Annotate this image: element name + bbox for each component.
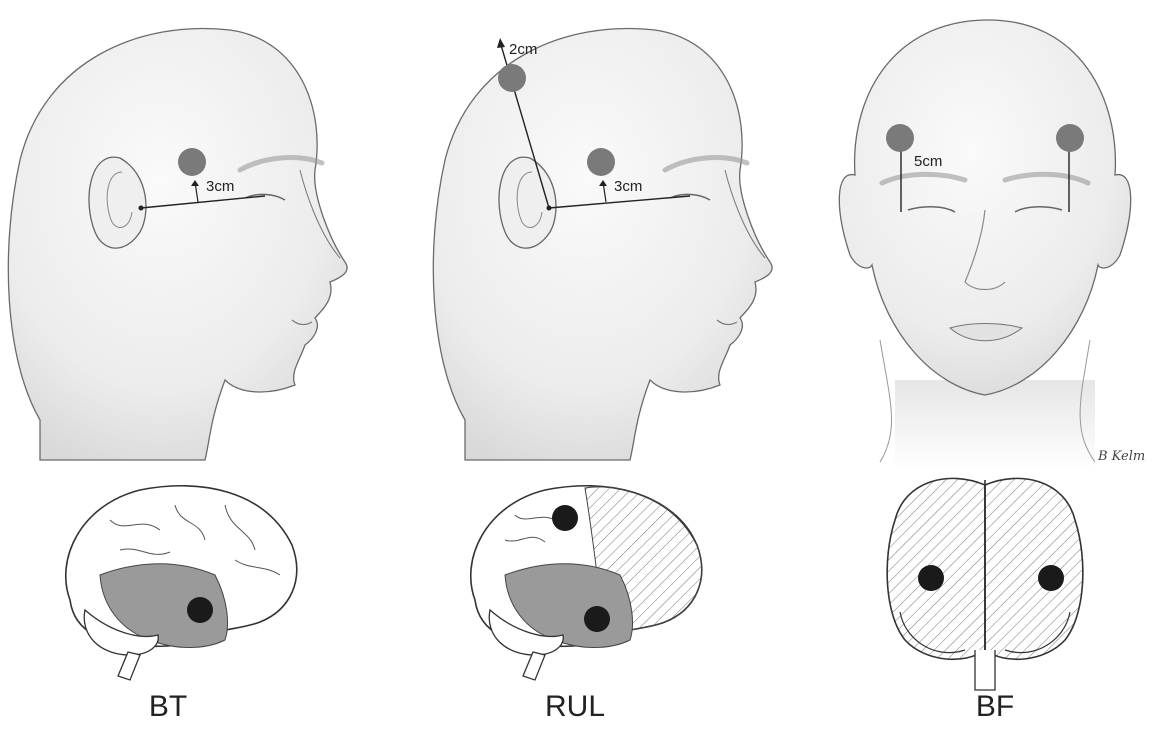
panel-label-bt: BT <box>149 690 187 724</box>
brain-bt <box>66 486 297 680</box>
scalp-electrode-bf-left <box>886 124 914 152</box>
panel-label-bf: BF <box>976 690 1014 724</box>
artist-signature: B Kelm <box>1097 449 1145 464</box>
measurement-label-bt: 3cm <box>206 178 234 195</box>
measurement-label-rul-vertex: 2cm <box>509 41 537 58</box>
scalp-electrode-rul-temporal <box>587 148 615 176</box>
brain-rul <box>471 486 702 680</box>
head-profile-bt <box>8 29 347 460</box>
panel-bt: 3cm <box>8 29 347 460</box>
measurement-label-bf: 5cm <box>914 153 942 170</box>
brain-bf <box>887 478 1083 690</box>
scalp-electrode-bf-right <box>1056 124 1084 152</box>
brain-electrode-bt <box>187 597 213 623</box>
scalp-electrode-rul-vertex <box>498 64 526 92</box>
brain-electrode-rul-temporal <box>584 606 610 632</box>
scalp-electrode-bt <box>178 148 206 176</box>
panel-bf: 5cm B Kelm <box>839 20 1145 470</box>
head-profile-rul <box>433 29 772 460</box>
panel-rul: 2cm 3cm <box>433 29 772 460</box>
measurement-label-rul-temporal: 3cm <box>614 178 642 195</box>
brain-electrode-bf-left <box>918 565 944 591</box>
panel-label-rul: RUL <box>545 690 605 724</box>
brain-electrode-rul-vertex <box>552 505 578 531</box>
brain-electrode-bf-right <box>1038 565 1064 591</box>
